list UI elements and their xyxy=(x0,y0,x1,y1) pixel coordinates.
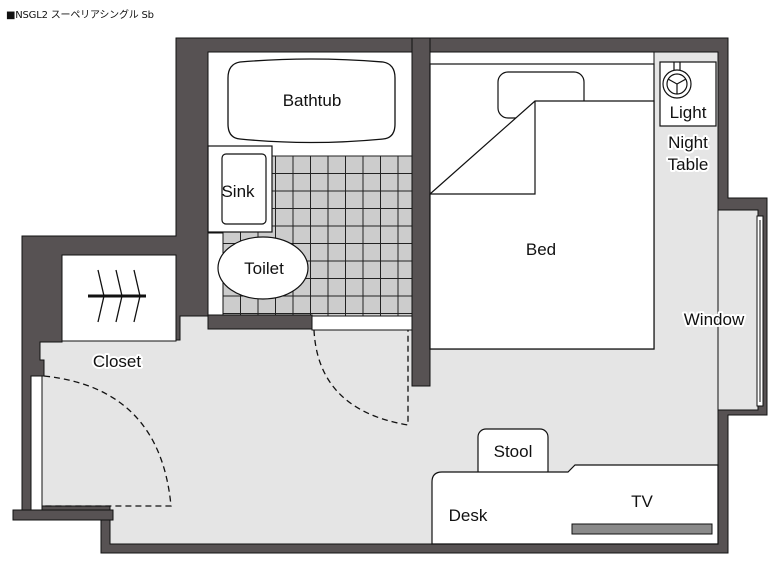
bed-blanket-corner xyxy=(430,101,536,195)
entrance-wall-stub xyxy=(12,509,114,521)
desk-label: Desk xyxy=(449,506,488,525)
bed-label: Bed xyxy=(526,240,556,259)
sink-basin xyxy=(221,153,267,225)
closet xyxy=(61,254,177,342)
light-icon xyxy=(662,69,692,99)
night-table-label-line2: Table xyxy=(668,155,709,174)
bathroom-door-threshold xyxy=(311,315,413,331)
window-label: Window xyxy=(684,310,745,329)
partition-wall xyxy=(411,37,431,387)
bed-headboard xyxy=(429,51,655,65)
bathtub-label: Bathtub xyxy=(283,91,342,110)
hanger-icon xyxy=(88,269,146,323)
bathroom-wall-stub xyxy=(207,314,313,330)
tv-label: TV xyxy=(631,492,653,511)
light-label: Light xyxy=(670,103,707,122)
plan-title: ■NSGL2 スーペリアシングル Sb xyxy=(6,10,154,21)
stool-label: Stool xyxy=(494,442,533,461)
entrance-door-frame xyxy=(30,375,43,511)
toilet xyxy=(217,236,309,300)
window-recess xyxy=(717,209,759,411)
toilet-label: Toilet xyxy=(244,259,284,278)
tv xyxy=(571,523,713,535)
bathroom-door-swing[interactable] xyxy=(313,329,409,426)
bathtub xyxy=(227,58,396,144)
sink-label: Sink xyxy=(221,182,255,201)
bed-blanket-fold xyxy=(429,100,655,350)
entrance-door-swing[interactable] xyxy=(43,375,172,507)
night-table-label-line1: Night xyxy=(668,133,708,152)
closet-label: Closet xyxy=(93,352,141,371)
